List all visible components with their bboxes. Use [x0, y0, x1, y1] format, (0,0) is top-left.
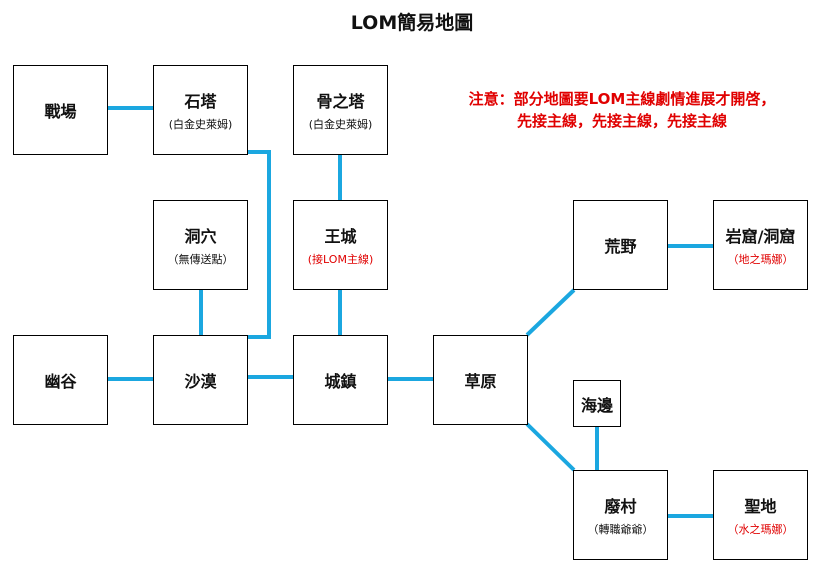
node-note: (接LOM主線) — [307, 253, 374, 266]
map-node-seaside: 海邊 — [573, 380, 621, 427]
node-name: 荒野 — [604, 237, 637, 256]
node-name: 石塔 — [184, 92, 217, 111]
node-note: （轉職爺爺） — [587, 523, 654, 536]
map-node-town: 城鎮 — [293, 335, 388, 425]
node-name: 廢村 — [604, 497, 637, 516]
map-node-desert: 沙漠 — [153, 335, 248, 425]
node-name: 草原 — [464, 372, 497, 391]
map-node-battlefield: 戰場 — [13, 65, 108, 155]
node-name: 聖地 — [744, 497, 777, 516]
node-note: （水之瑪娜） — [727, 523, 794, 536]
connector-grassland-wilderness — [525, 288, 576, 337]
map-node-wilderness: 荒野 — [573, 200, 668, 290]
map-node-bone-tower: 骨之塔 (白金史萊姆) — [293, 65, 388, 155]
node-name: 海邊 — [580, 395, 613, 415]
node-name: 沙漠 — [184, 372, 217, 391]
map-node-cave: 洞穴 （無傳送點） — [153, 200, 248, 290]
connector-stone-tower-desert — [248, 150, 271, 339]
map-node-rock-cave: 岩窟/洞窟 （地之瑪娜） — [713, 200, 808, 290]
notice-text: 注意：部分地圖要LOM主線劇情進展才開啓， 先接主線，先接主線，先接主線 — [432, 88, 812, 132]
node-name: 骨之塔 — [316, 92, 365, 111]
node-note: (白金史萊姆) — [308, 118, 373, 131]
node-name: 岩窟/洞窟 — [725, 227, 796, 246]
notice-line-1: 注意：部分地圖要LOM主線劇情進展才開啓， — [468, 90, 776, 108]
node-note: （無傳送點） — [167, 253, 234, 266]
node-note: (白金史萊姆) — [168, 118, 233, 131]
map-node-sanctuary: 聖地 （水之瑪娜） — [713, 470, 808, 560]
node-name: 戰場 — [44, 102, 77, 121]
node-name: 幽谷 — [44, 372, 77, 391]
map-node-grassland: 草原 — [433, 335, 528, 425]
node-name: 洞穴 — [184, 227, 217, 246]
map-node-ruined-village: 廢村 （轉職爺爺） — [573, 470, 668, 560]
map-title: LOM簡易地圖 — [350, 12, 474, 34]
notice-line-2: 先接主線，先接主線，先接主線 — [516, 112, 727, 130]
map-node-royal-city: 王城 (接LOM主線) — [293, 200, 388, 290]
node-note: （地之瑪娜） — [727, 253, 794, 266]
connector-grassland-ruined-village — [525, 422, 576, 472]
node-name: 城鎮 — [324, 372, 357, 391]
map-node-stone-tower: 石塔 (白金史萊姆) — [153, 65, 248, 155]
map-node-valley: 幽谷 — [13, 335, 108, 425]
node-name: 王城 — [324, 227, 357, 246]
